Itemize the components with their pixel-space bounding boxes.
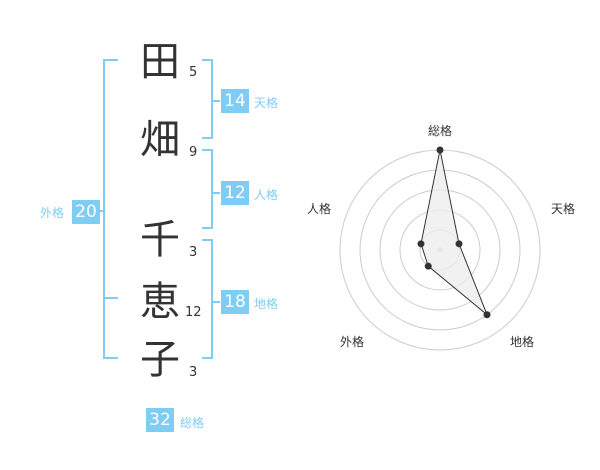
ten-value-badge: 14 [221, 89, 249, 113]
chi-value-badge: 18 [221, 290, 249, 314]
jin-label: 人格 [254, 188, 279, 202]
outer-bracket [103, 59, 118, 359]
jin-value-badge: 12 [221, 181, 249, 205]
radar-axis-label-chi: 地格 [510, 335, 535, 349]
radar-point-2 [455, 240, 463, 248]
gai-label: 外格 [40, 206, 65, 220]
ten-bracket [202, 59, 213, 139]
stroke-count-3: 3 [189, 245, 198, 260]
chi-bracket [202, 239, 213, 359]
name-char-4: 恵 [140, 279, 180, 325]
radar-point-1 [436, 146, 444, 154]
so-label: 総格 [180, 416, 205, 430]
stroke-count-5: 3 [189, 365, 198, 380]
radar-series-area [420, 149, 488, 316]
so-value-badge: 32 [146, 408, 174, 432]
gai-value-badge: 20 [72, 200, 100, 224]
ten-label: 天格 [254, 96, 279, 110]
stroke-count-4: 12 [185, 305, 202, 320]
radar-axis-label-gai: 外格 [340, 335, 365, 349]
radar-axis-label-jin: 人格 [307, 202, 332, 216]
name-char-3: 千 [140, 217, 180, 263]
stroke-count-2: 9 [189, 145, 198, 160]
chi-label: 地格 [254, 297, 279, 311]
name-char-2: 畑 [140, 117, 180, 163]
jin-bracket [202, 149, 213, 229]
radar-point-3 [483, 311, 491, 319]
name-char-1: 田 [140, 39, 180, 85]
name-char-5: 子 [140, 337, 180, 383]
radar-axis-label-so: 総格 [428, 124, 453, 138]
radar-axis-label-ten: 天格 [551, 202, 576, 216]
radar-point-4 [424, 262, 432, 270]
radar-point-5 [417, 240, 425, 248]
stroke-count-1: 5 [189, 65, 198, 80]
